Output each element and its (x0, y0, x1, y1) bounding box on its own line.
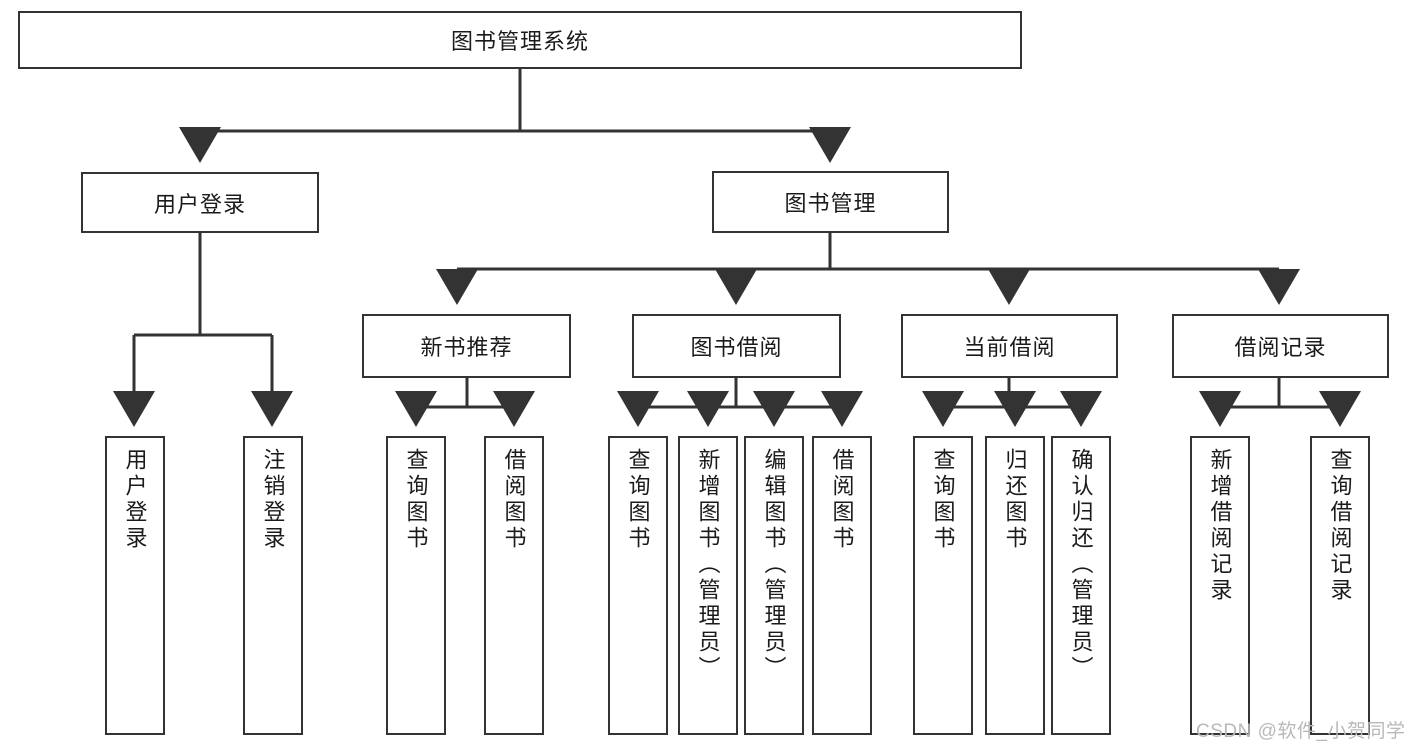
leaf-return-book-label: 归还图书 (1002, 448, 1028, 552)
node-book-manage[interactable]: 图书管理 (712, 171, 949, 233)
leaf-add-book[interactable]: 新增图书（管理员） (678, 436, 738, 735)
leaf-query-record[interactable]: 查询借阅记录 (1310, 436, 1370, 735)
node-current-borrow[interactable]: 当前借阅 (901, 314, 1118, 378)
node-book-manage-label: 图书管理 (784, 191, 877, 216)
node-new-book-recommend-label: 新书推荐 (420, 335, 513, 360)
leaf-query-book-2[interactable]: 查询图书 (608, 436, 668, 735)
leaf-borrow-book-2[interactable]: 借阅图书 (812, 436, 872, 735)
watermark: CSDN @软件_小贺同学 (1196, 721, 1405, 742)
node-book-borrow-label: 图书借阅 (690, 335, 783, 360)
node-borrow-record-label: 借阅记录 (1234, 335, 1327, 360)
leaf-borrow-book-1[interactable]: 借阅图书 (484, 436, 544, 735)
leaf-edit-book[interactable]: 编辑图书（管理员） (744, 436, 804, 735)
leaf-query-book-3[interactable]: 查询图书 (913, 436, 973, 735)
leaf-user-login[interactable]: 用户登录 (105, 436, 165, 735)
node-borrow-record[interactable]: 借阅记录 (1172, 314, 1389, 378)
leaf-query-record-label: 查询借阅记录 (1327, 448, 1353, 604)
leaf-logout-label: 注销登录 (260, 448, 286, 552)
leaf-add-book-label: 新增图书（管理员） (695, 448, 721, 682)
leaf-user-login-label: 用户登录 (122, 448, 148, 552)
leaf-logout[interactable]: 注销登录 (243, 436, 303, 735)
leaf-query-book-1-label: 查询图书 (403, 448, 429, 552)
leaf-borrow-book-1-label: 借阅图书 (501, 448, 527, 552)
node-root[interactable]: 图书管理系统 (18, 11, 1022, 69)
leaf-confirm-return[interactable]: 确认归还（管理员） (1051, 436, 1111, 735)
node-new-book-recommend[interactable]: 新书推荐 (362, 314, 571, 378)
leaf-return-book[interactable]: 归还图书 (985, 436, 1045, 735)
node-current-borrow-label: 当前借阅 (963, 335, 1056, 360)
leaf-edit-book-label: 编辑图书（管理员） (761, 448, 787, 682)
leaf-add-record[interactable]: 新增借阅记录 (1190, 436, 1250, 735)
leaf-confirm-return-label: 确认归还（管理员） (1068, 448, 1094, 682)
leaf-query-book-3-label: 查询图书 (930, 448, 956, 552)
leaf-borrow-book-2-label: 借阅图书 (829, 448, 855, 552)
node-user-login[interactable]: 用户登录 (81, 172, 319, 233)
leaf-query-book-2-label: 查询图书 (625, 448, 651, 552)
node-root-label: 图书管理系统 (450, 29, 589, 54)
leaf-query-book-1[interactable]: 查询图书 (386, 436, 446, 735)
node-book-borrow[interactable]: 图书借阅 (632, 314, 841, 378)
leaf-add-record-label: 新增借阅记录 (1207, 448, 1233, 604)
node-user-login-label: 用户登录 (153, 191, 246, 217)
